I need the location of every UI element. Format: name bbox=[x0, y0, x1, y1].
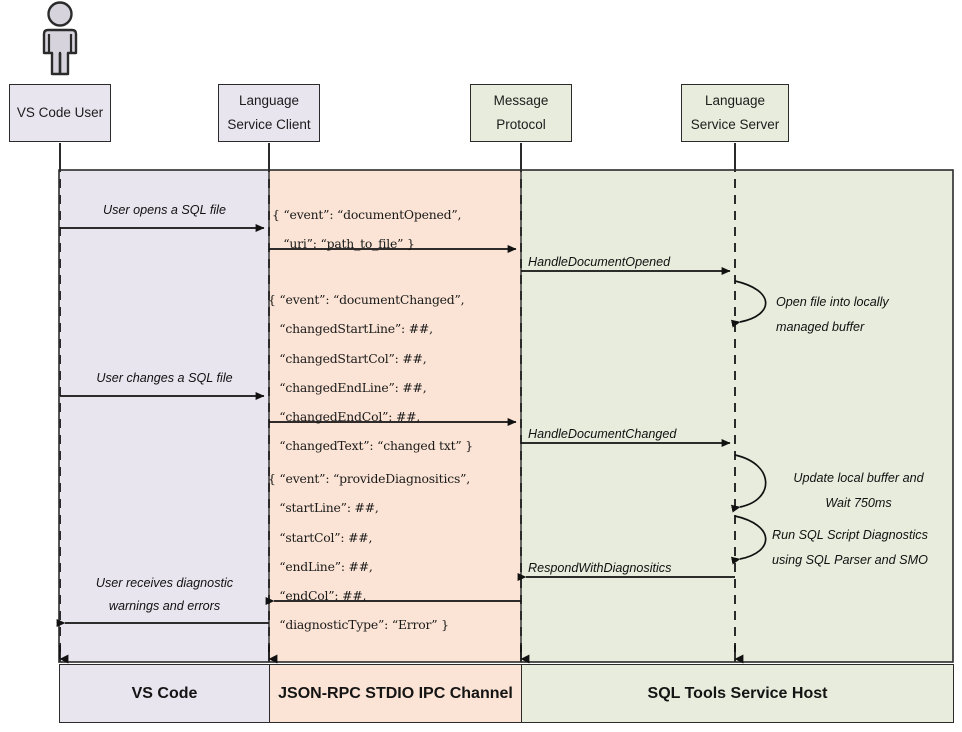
footer-terminators bbox=[59, 645, 744, 664]
footer-box-service-host[interactable]: SQL Tools Service Host bbox=[521, 664, 954, 723]
label-line-2: warnings and errors bbox=[108, 599, 221, 614]
participant-box-vscode-user[interactable]: VS Code User bbox=[9, 84, 111, 142]
participant-label-line1: Language bbox=[704, 93, 766, 109]
note-line-1: Run SQL Script Diagnostics bbox=[772, 528, 928, 542]
json-payload-document-opened: { “event”: “documentOpened”, “uri”: “pat… bbox=[272, 207, 462, 252]
loop-update-buffer bbox=[730, 454, 767, 513]
band-vscode bbox=[59, 170, 269, 662]
stick-figure-actor bbox=[42, 1, 78, 76]
note-line-2: managed buffer bbox=[776, 319, 865, 334]
note-line-2: Wait 750ms bbox=[825, 495, 892, 510]
label-line-1: User receives diagnostic bbox=[95, 576, 234, 590]
participant-label-line1: Language bbox=[238, 93, 300, 109]
footer-label: JSON-RPC STDIO IPC Channel bbox=[278, 684, 513, 702]
footer-label: SQL Tools Service Host bbox=[647, 684, 828, 702]
json-payload-document-changed: { “event”: “documentChanged”, “changedSt… bbox=[268, 292, 473, 454]
footer-box-vs-code[interactable]: VS Code bbox=[59, 664, 270, 723]
self-call-loops bbox=[730, 280, 767, 565]
message-arrows bbox=[56, 224, 735, 627]
participant-box-language-service-client[interactable]: Language Service Client bbox=[218, 84, 320, 142]
message-label-user-changes-file: User changes a SQL file bbox=[96, 371, 233, 385]
loop-run-diagnostics bbox=[730, 515, 767, 565]
self-note-update-buffer: Update local buffer and Wait 750ms bbox=[776, 466, 941, 515]
participant-label-line1: VS Code User bbox=[16, 105, 104, 121]
participant-box-message-protocol[interactable]: Message Protocol bbox=[470, 84, 572, 142]
self-note-run-diagnostics: Run SQL Script Diagnostics using SQL Par… bbox=[772, 523, 928, 572]
band-outline bbox=[58, 169, 954, 663]
message-label-respond-with-diagnositics: RespondWithDiagnositics bbox=[528, 561, 672, 575]
participant-label-line2: Service Server bbox=[690, 117, 780, 132]
message-label-user-opens-file: User opens a SQL file bbox=[103, 203, 226, 217]
lifelines bbox=[59, 143, 736, 662]
footer-label: VS Code bbox=[131, 684, 198, 702]
note-line-1: Update local buffer and bbox=[793, 471, 924, 485]
band-host bbox=[521, 170, 953, 662]
band-ipc bbox=[269, 170, 521, 662]
message-label-handle-document-changed: HandleDocumentChanged bbox=[528, 427, 677, 441]
message-label-handle-document-opened: HandleDocumentOpened bbox=[528, 255, 671, 269]
participant-box-language-service-server[interactable]: Language Service Server bbox=[681, 84, 789, 142]
note-line-1: Open file into locally bbox=[776, 295, 889, 309]
note-line-2: using SQL Parser and SMO bbox=[772, 552, 928, 567]
participant-label-line2: Protocol bbox=[496, 117, 546, 132]
self-note-open-file: Open file into locally managed buffer bbox=[776, 290, 889, 339]
participant-label-line1: Message bbox=[493, 93, 549, 109]
json-payload-provide-diagnositics: { “event”: “provideDiagnositics”, “start… bbox=[268, 471, 470, 633]
footer-box-ipc-channel[interactable]: JSON-RPC STDIO IPC Channel bbox=[269, 664, 522, 723]
message-label-user-receives-diagnostics: User receives diagnostic warnings and er… bbox=[62, 572, 267, 619]
loop-open-file bbox=[730, 280, 767, 328]
lifeline-bands bbox=[58, 169, 954, 663]
participant-label-line2: Service Client bbox=[227, 117, 311, 132]
